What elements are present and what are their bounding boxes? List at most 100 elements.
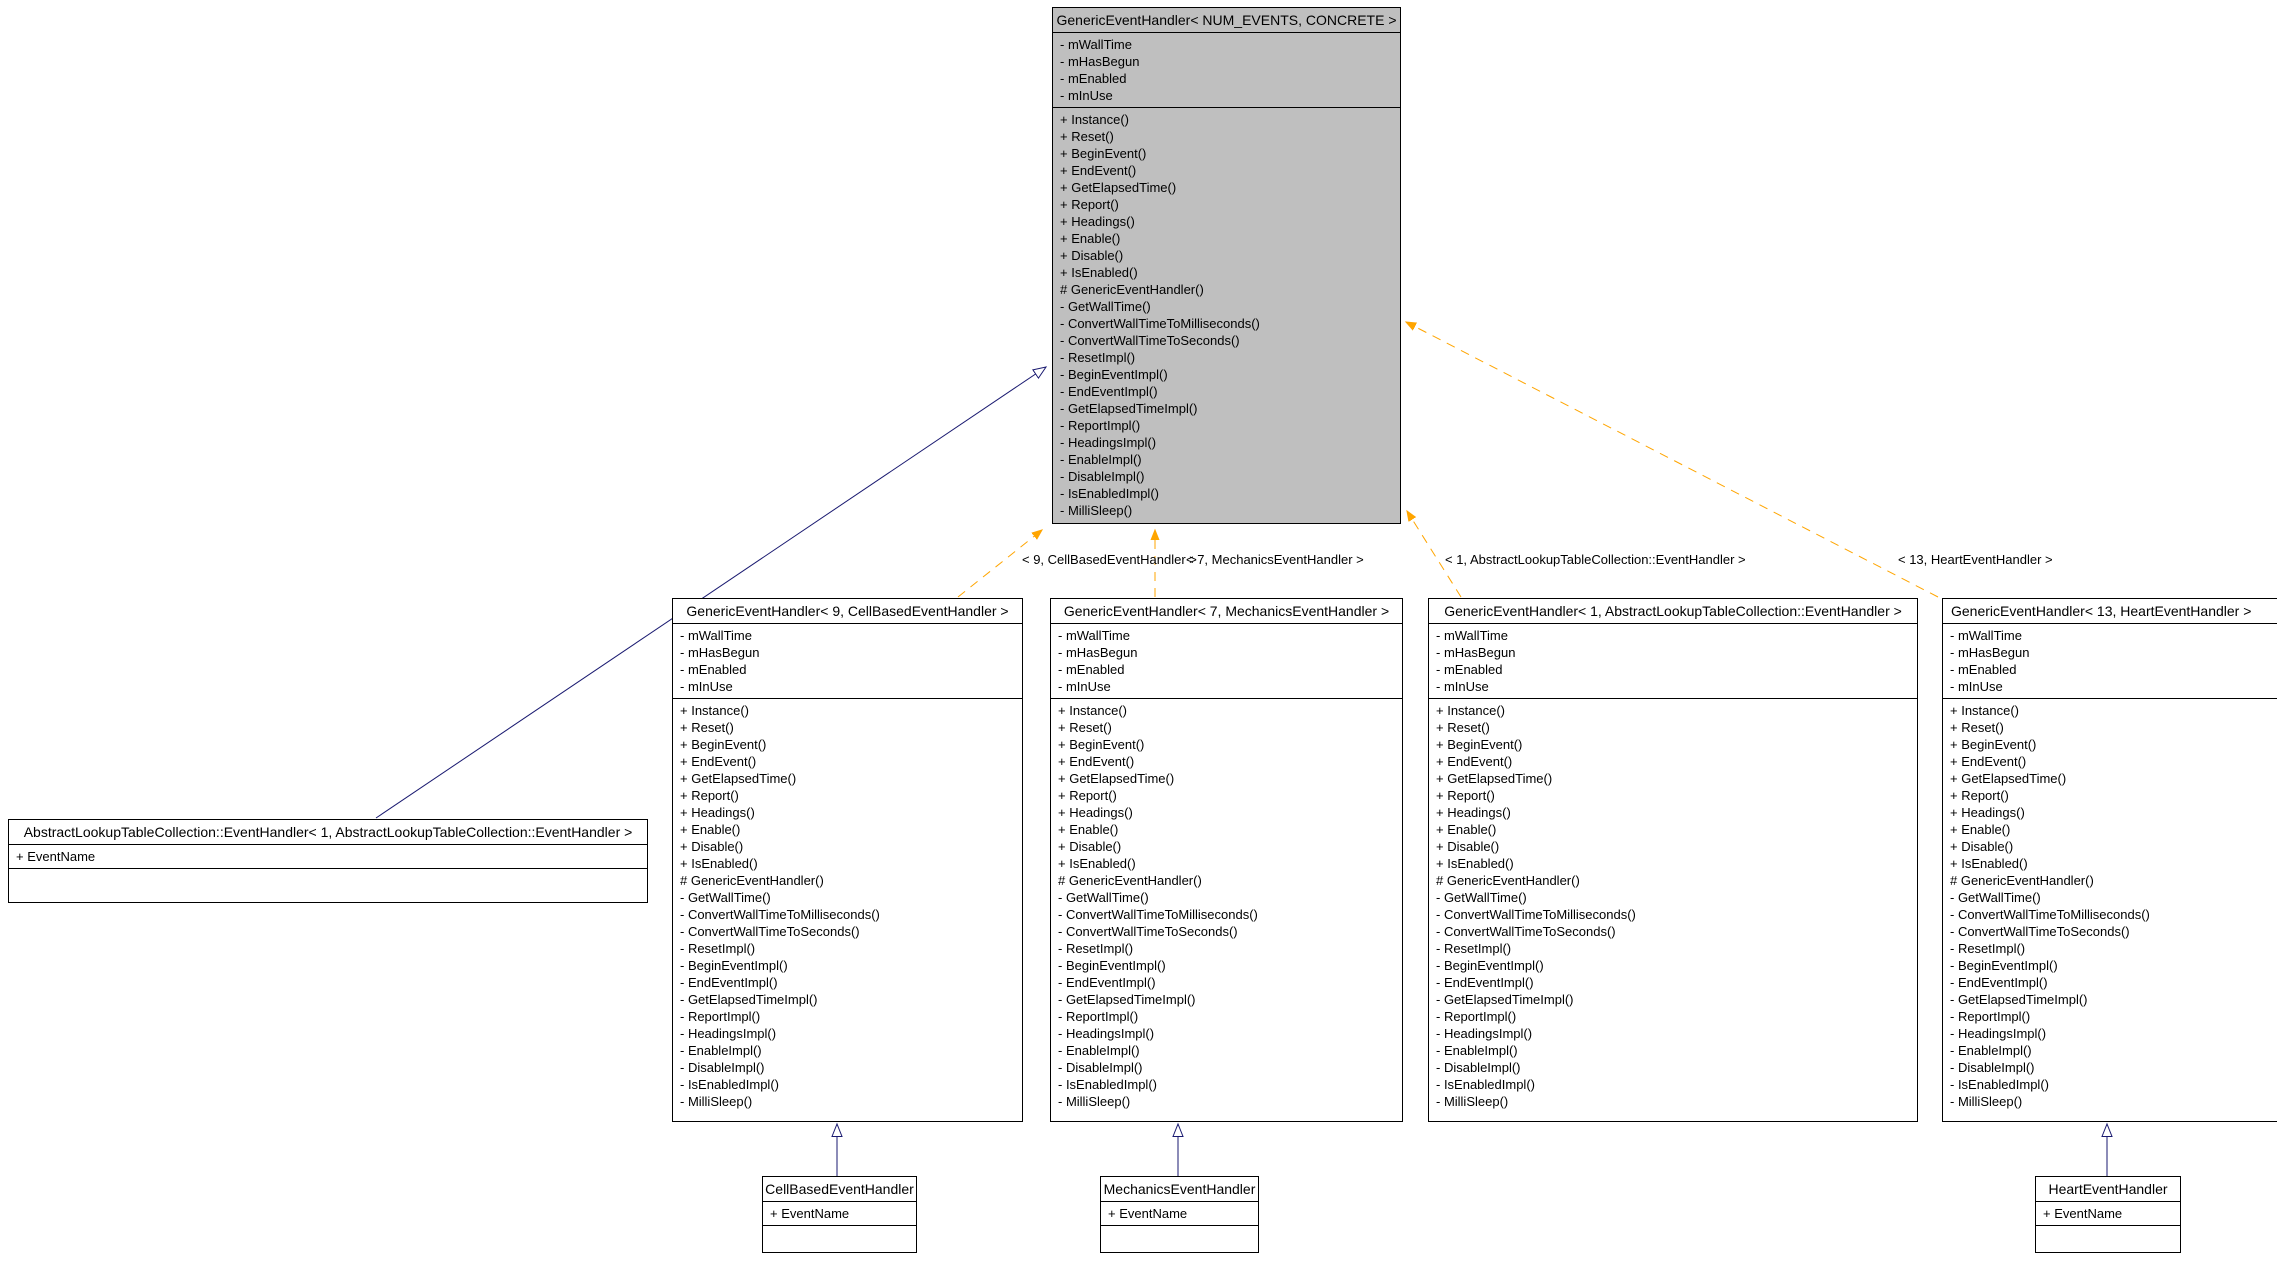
- class-attributes-section: + EventName: [763, 1202, 916, 1225]
- class-member: - HeadingsImpl(): [1060, 435, 1157, 450]
- class-box-cellbasedeventhandler[interactable]: CellBasedEventHandler + EventName: [762, 1176, 917, 1253]
- class-member: + EventName: [1108, 1206, 1188, 1221]
- class-title: CellBasedEventHandler: [763, 1177, 916, 1202]
- class-box-generic-event-handler[interactable]: GenericEventHandler< NUM_EVENTS, CONCRET…: [1052, 7, 1401, 524]
- class-member: + Headings(): [1950, 805, 2025, 820]
- class-member: - mWallTime: [1058, 628, 1130, 643]
- class-member: - ConvertWallTimeToSeconds(): [680, 924, 860, 939]
- class-box-abstractlookup-eventhandler[interactable]: AbstractLookupTableCollection::EventHand…: [8, 819, 648, 903]
- class-member: + EventName: [16, 849, 96, 864]
- class-member: + EndEvent(): [1436, 754, 1513, 769]
- class-member: - ReportImpl(): [1058, 1009, 1139, 1024]
- class-member: - mEnabled: [1436, 662, 1503, 677]
- class-member: - GetElapsedTimeImpl(): [1060, 401, 1198, 416]
- class-member: # GenericEventHandler(): [680, 873, 824, 888]
- class-methods-section: + Instance()+ Reset()+ BeginEvent()+ End…: [1051, 698, 1402, 1121]
- class-member: - mInUse: [1060, 88, 1113, 103]
- class-member: + Headings(): [1058, 805, 1133, 820]
- class-member: - ConvertWallTimeToSeconds(): [1436, 924, 1616, 939]
- class-member: - GetWallTime(): [1058, 890, 1149, 905]
- class-member: - mHasBegun: [680, 645, 760, 660]
- class-member: - HeadingsImpl(): [680, 1026, 777, 1041]
- class-attributes-section: + EventName: [1101, 1202, 1258, 1225]
- class-member: # GenericEventHandler(): [1436, 873, 1580, 888]
- class-box-hearteventhandler[interactable]: HeartEventHandler + EventName: [2035, 1176, 2181, 1253]
- class-attributes-section: - mWallTime- mHasBegun- mEnabled- mInUse: [1429, 624, 1917, 698]
- class-member: - IsEnabledImpl(): [1436, 1077, 1535, 1092]
- class-member: - mEnabled: [1058, 662, 1125, 677]
- class-member: + BeginEvent(): [680, 737, 767, 752]
- class-box-generic-7-mechanics[interactable]: GenericEventHandler< 7, MechanicsEventHa…: [1050, 598, 1403, 1122]
- class-member: + Report(): [680, 788, 739, 803]
- class-member: - ConvertWallTimeToSeconds(): [1060, 333, 1240, 348]
- class-member: + Enable(): [680, 822, 741, 837]
- class-methods-section: + Instance()+ Reset()+ BeginEvent()+ End…: [1943, 698, 2277, 1121]
- class-box-generic-13-heart[interactable]: GenericEventHandler< 13, HeartEventHandl…: [1942, 598, 2277, 1122]
- class-title: HeartEventHandler: [2036, 1177, 2180, 1202]
- class-member: + Disable(): [1060, 248, 1124, 263]
- class-member: + EndEvent(): [1058, 754, 1135, 769]
- class-member: - mEnabled: [1060, 71, 1127, 86]
- class-member: - ResetImpl(): [1950, 941, 2026, 956]
- class-member: - GetWallTime(): [1950, 890, 2041, 905]
- class-member: + Reset(): [1436, 720, 1490, 735]
- class-member: - EnableImpl(): [1058, 1043, 1140, 1058]
- class-member: + Disable(): [1950, 839, 2014, 854]
- class-member: - HeadingsImpl(): [1058, 1026, 1155, 1041]
- class-box-mechanicseventhandler[interactable]: MechanicsEventHandler + EventName: [1100, 1176, 1259, 1253]
- class-member: - ResetImpl(): [680, 941, 756, 956]
- class-box-generic-1-abstractlookup[interactable]: GenericEventHandler< 1, AbstractLookupTa…: [1428, 598, 1918, 1122]
- class-member: + GetElapsedTime(): [1436, 771, 1553, 786]
- class-attributes-section: - mWallTime- mHasBegun- mEnabled- mInUse: [1943, 624, 2277, 698]
- class-member: - ConvertWallTimeToMilliseconds(): [1950, 907, 2150, 922]
- class-member: - EnableImpl(): [680, 1043, 762, 1058]
- class-member: + Instance(): [1950, 703, 2020, 718]
- class-member: # GenericEventHandler(): [1950, 873, 2094, 888]
- class-member: - GetElapsedTimeImpl(): [1436, 992, 1574, 1007]
- class-member: - BeginEventImpl(): [1950, 958, 2058, 973]
- class-member: - mWallTime: [1436, 628, 1508, 643]
- class-member: - IsEnabledImpl(): [680, 1077, 779, 1092]
- class-member: - DisableImpl(): [1058, 1060, 1143, 1075]
- class-member: + BeginEvent(): [1060, 146, 1147, 161]
- class-methods-section: [2036, 1225, 2180, 1252]
- class-member: - ConvertWallTimeToMilliseconds(): [1058, 907, 1258, 922]
- class-title: GenericEventHandler< 9, CellBasedEventHa…: [673, 599, 1022, 624]
- class-box-generic-9-cellbased[interactable]: GenericEventHandler< 9, CellBasedEventHa…: [672, 598, 1023, 1122]
- class-member: + Report(): [1058, 788, 1117, 803]
- class-member: - EnableImpl(): [1950, 1043, 2032, 1058]
- class-member: - BeginEventImpl(): [1058, 958, 1166, 973]
- template-edge-lookup-instance: [1407, 511, 1462, 598]
- class-member: + IsEnabled(): [1058, 856, 1136, 871]
- class-member: - BeginEventImpl(): [680, 958, 788, 973]
- class-member: - ConvertWallTimeToMilliseconds(): [1436, 907, 1636, 922]
- class-member: + BeginEvent(): [1058, 737, 1145, 752]
- class-member: + BeginEvent(): [1950, 737, 2037, 752]
- template-arg-label-heart: < 13, HeartEventHandler >: [1898, 552, 2053, 567]
- class-member: - mInUse: [1058, 679, 1111, 694]
- class-title: GenericEventHandler< NUM_EVENTS, CONCRET…: [1053, 8, 1400, 33]
- class-member: + Enable(): [1060, 231, 1121, 246]
- class-member: - ReportImpl(): [1436, 1009, 1517, 1024]
- class-member: - GetElapsedTimeImpl(): [1950, 992, 2088, 1007]
- class-member: + GetElapsedTime(): [1058, 771, 1175, 786]
- class-member: + BeginEvent(): [1436, 737, 1523, 752]
- template-arg-label-cellbased: < 9, CellBasedEventHandler >: [1022, 552, 1197, 567]
- class-member: - mHasBegun: [1060, 54, 1140, 69]
- class-title: GenericEventHandler< 1, AbstractLookupTa…: [1429, 599, 1917, 624]
- template-edge-cellbased-instance: [957, 530, 1042, 598]
- class-member: - EndEventImpl(): [1950, 975, 2048, 990]
- template-arg-label-lookup: < 1, AbstractLookupTableCollection::Even…: [1445, 552, 1746, 567]
- class-member: - DisableImpl(): [1950, 1060, 2035, 1075]
- class-member: - mInUse: [1436, 679, 1489, 694]
- class-member: - mWallTime: [680, 628, 752, 643]
- class-methods-section: [1101, 1225, 1258, 1252]
- template-edge-heart-instance: [1406, 322, 1939, 598]
- class-member: - EndEventImpl(): [680, 975, 778, 990]
- class-member: + Disable(): [1436, 839, 1500, 854]
- class-member: + Instance(): [680, 703, 750, 718]
- class-member: - GetWallTime(): [680, 890, 771, 905]
- class-member: - mWallTime: [1950, 628, 2022, 643]
- class-member: + IsEnabled(): [1436, 856, 1514, 871]
